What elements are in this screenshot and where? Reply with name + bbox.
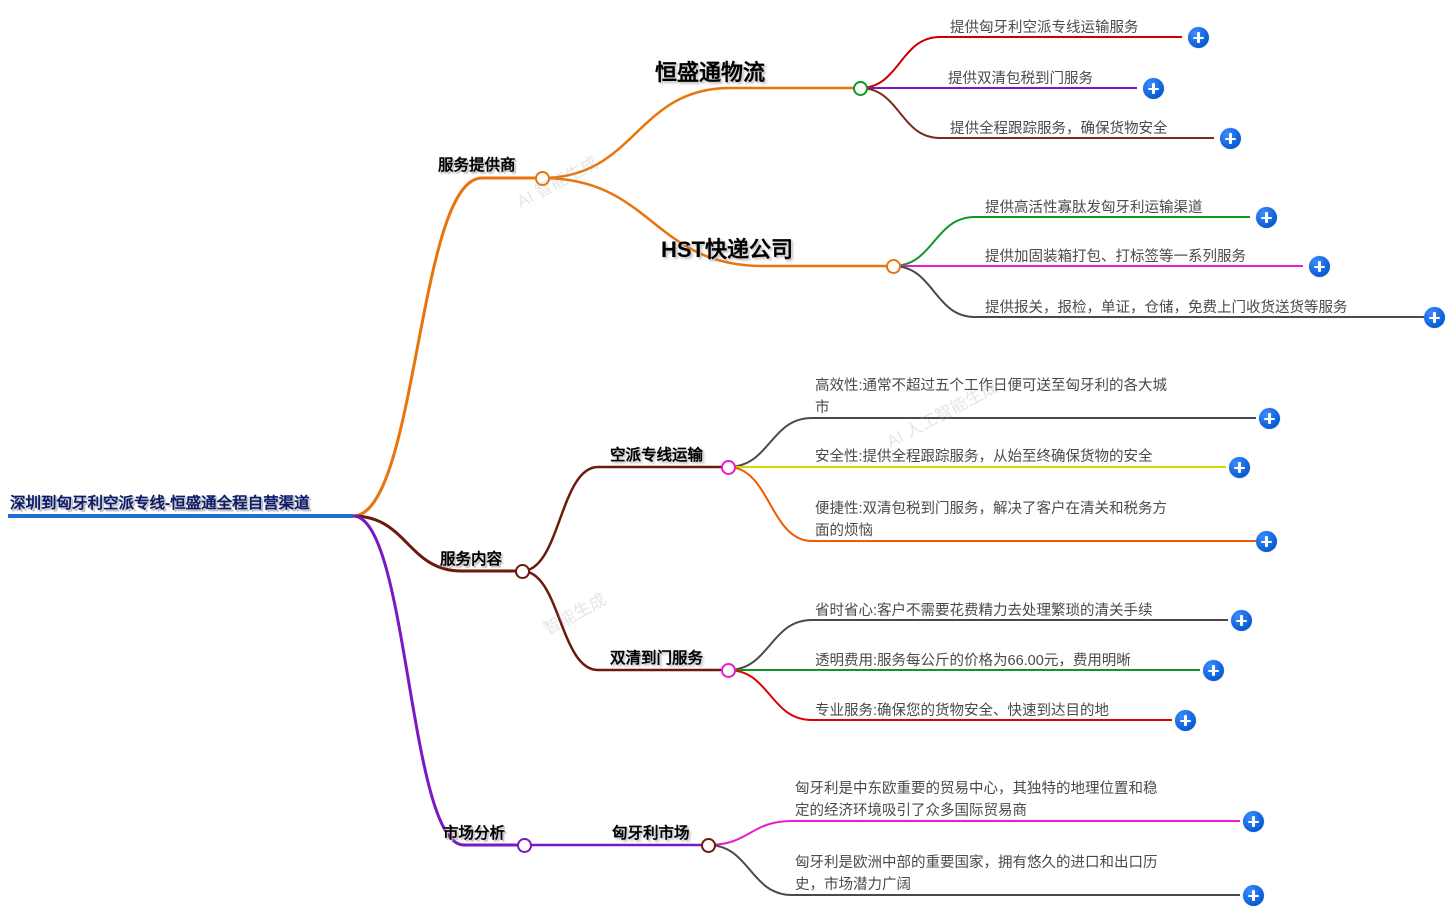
- leaf-label-0-1-2[interactable]: 提供报关，报检，单证，仓储，免费上门收货送货等服务: [985, 300, 1348, 316]
- expand-plus-icon[interactable]: [1424, 307, 1445, 328]
- subtopic-node-1-0[interactable]: [720, 459, 736, 475]
- root-topic-underline: [8, 514, 353, 518]
- expand-plus-icon[interactable]: [1229, 457, 1250, 478]
- leaf-label-0-1-1[interactable]: 提供加固装箱打包、打标签等一系列服务: [985, 249, 1246, 265]
- expand-plus-icon[interactable]: [1243, 885, 1264, 906]
- subtopic-node-0-0[interactable]: [852, 80, 868, 96]
- connector-path: [727, 669, 813, 721]
- leaf-label-1-1-1[interactable]: 透明费用:服务每公斤的价格为66.00元，费用明晰: [815, 653, 1131, 669]
- connector-path: [727, 417, 813, 468]
- subtopic-label-1-0[interactable]: 空派专线运输: [610, 447, 704, 464]
- leaf-label-1-0-1[interactable]: 安全性:提供全程跟踪服务，从始至终确保货物的安全: [815, 449, 1153, 465]
- expand-plus-icon[interactable]: [1143, 78, 1164, 99]
- expand-plus-icon[interactable]: [1309, 256, 1330, 277]
- root-topic-label[interactable]: 深圳到匈牙利空派专线-恒盛通全程自营渠道: [10, 495, 310, 512]
- branch-node-1[interactable]: [514, 563, 530, 579]
- leaf-label-1-0-2[interactable]: 便捷性:双清包税到门服务，解决了客户在清关和税务方面的烦恼: [815, 501, 1168, 539]
- connector-path: [520, 569, 600, 672]
- expand-plus-icon[interactable]: [1259, 408, 1280, 429]
- connector-path: [727, 619, 813, 671]
- subtopic-node-2-0[interactable]: [700, 837, 716, 853]
- connector-path: [707, 820, 793, 846]
- connector-path: [859, 87, 941, 139]
- branch-label-0[interactable]: 服务提供商: [438, 157, 516, 174]
- expand-plus-icon[interactable]: [1188, 27, 1209, 48]
- branch-node-0[interactable]: [534, 170, 550, 186]
- subtopic-label-2-0[interactable]: 匈牙利市场: [612, 825, 690, 842]
- subtopic-node-0-1[interactable]: [885, 258, 901, 274]
- expand-plus-icon[interactable]: [1203, 660, 1224, 681]
- watermark-text: AI 智能生成: [513, 153, 601, 212]
- watermark-text: 智能生成: [540, 589, 610, 639]
- leaf-label-2-0-1[interactable]: 匈牙利是欧洲中部的重要国家，拥有悠久的进口和出口历史，市场潜力广阔: [795, 855, 1158, 893]
- expand-plus-icon[interactable]: [1175, 710, 1196, 731]
- leaf-label-1-0-0[interactable]: 高效性:通常不超过五个工作日便可送至匈牙利的各大城市: [815, 378, 1168, 416]
- leaf-label-0-0-1[interactable]: 提供双清包税到门服务: [948, 71, 1093, 87]
- connector-path: [520, 465, 600, 573]
- connector-path: [351, 176, 484, 518]
- expand-plus-icon[interactable]: [1256, 207, 1277, 228]
- connector-path: [859, 36, 941, 89]
- expand-plus-icon[interactable]: [1256, 531, 1277, 552]
- branch-label-1[interactable]: 服务内容: [440, 551, 503, 568]
- subtopic-node-1-1[interactable]: [720, 662, 736, 678]
- subtopic-label-0-1[interactable]: HST快递公司: [661, 237, 794, 262]
- leaf-label-0-0-2[interactable]: 提供全程跟踪服务，确保货物安全: [950, 121, 1168, 137]
- leaf-label-1-1-2[interactable]: 专业服务:确保您的货物安全、快速到达目的地: [815, 703, 1110, 719]
- connector-path: [892, 265, 976, 318]
- subtopic-label-1-1[interactable]: 双清到门服务: [610, 650, 704, 667]
- expand-plus-icon[interactable]: [1231, 610, 1252, 631]
- connector-path: [892, 216, 976, 267]
- expand-plus-icon[interactable]: [1220, 128, 1241, 149]
- branch-node-2[interactable]: [516, 837, 532, 853]
- leaf-label-0-1-0[interactable]: 提供高活性寡肽发匈牙利运输渠道: [985, 200, 1203, 216]
- connector-path: [707, 844, 793, 896]
- branch-label-2[interactable]: 市场分析: [443, 825, 506, 842]
- leaf-label-2-0-0[interactable]: 匈牙利是中东欧重要的贸易中心，其独特的地理位置和稳定的经济环境吸引了众多国际贸易…: [795, 781, 1158, 819]
- subtopic-label-0-0[interactable]: 恒盛通物流: [655, 60, 766, 85]
- expand-plus-icon[interactable]: [1243, 811, 1264, 832]
- connector-path: [540, 86, 732, 180]
- leaf-label-1-1-0[interactable]: 省时省心:客户不需要花费精力去处理繁琐的清关手续: [815, 603, 1153, 619]
- connector-path: [727, 466, 813, 542]
- leaf-label-0-0-0[interactable]: 提供匈牙利空派专线运输服务: [950, 20, 1139, 36]
